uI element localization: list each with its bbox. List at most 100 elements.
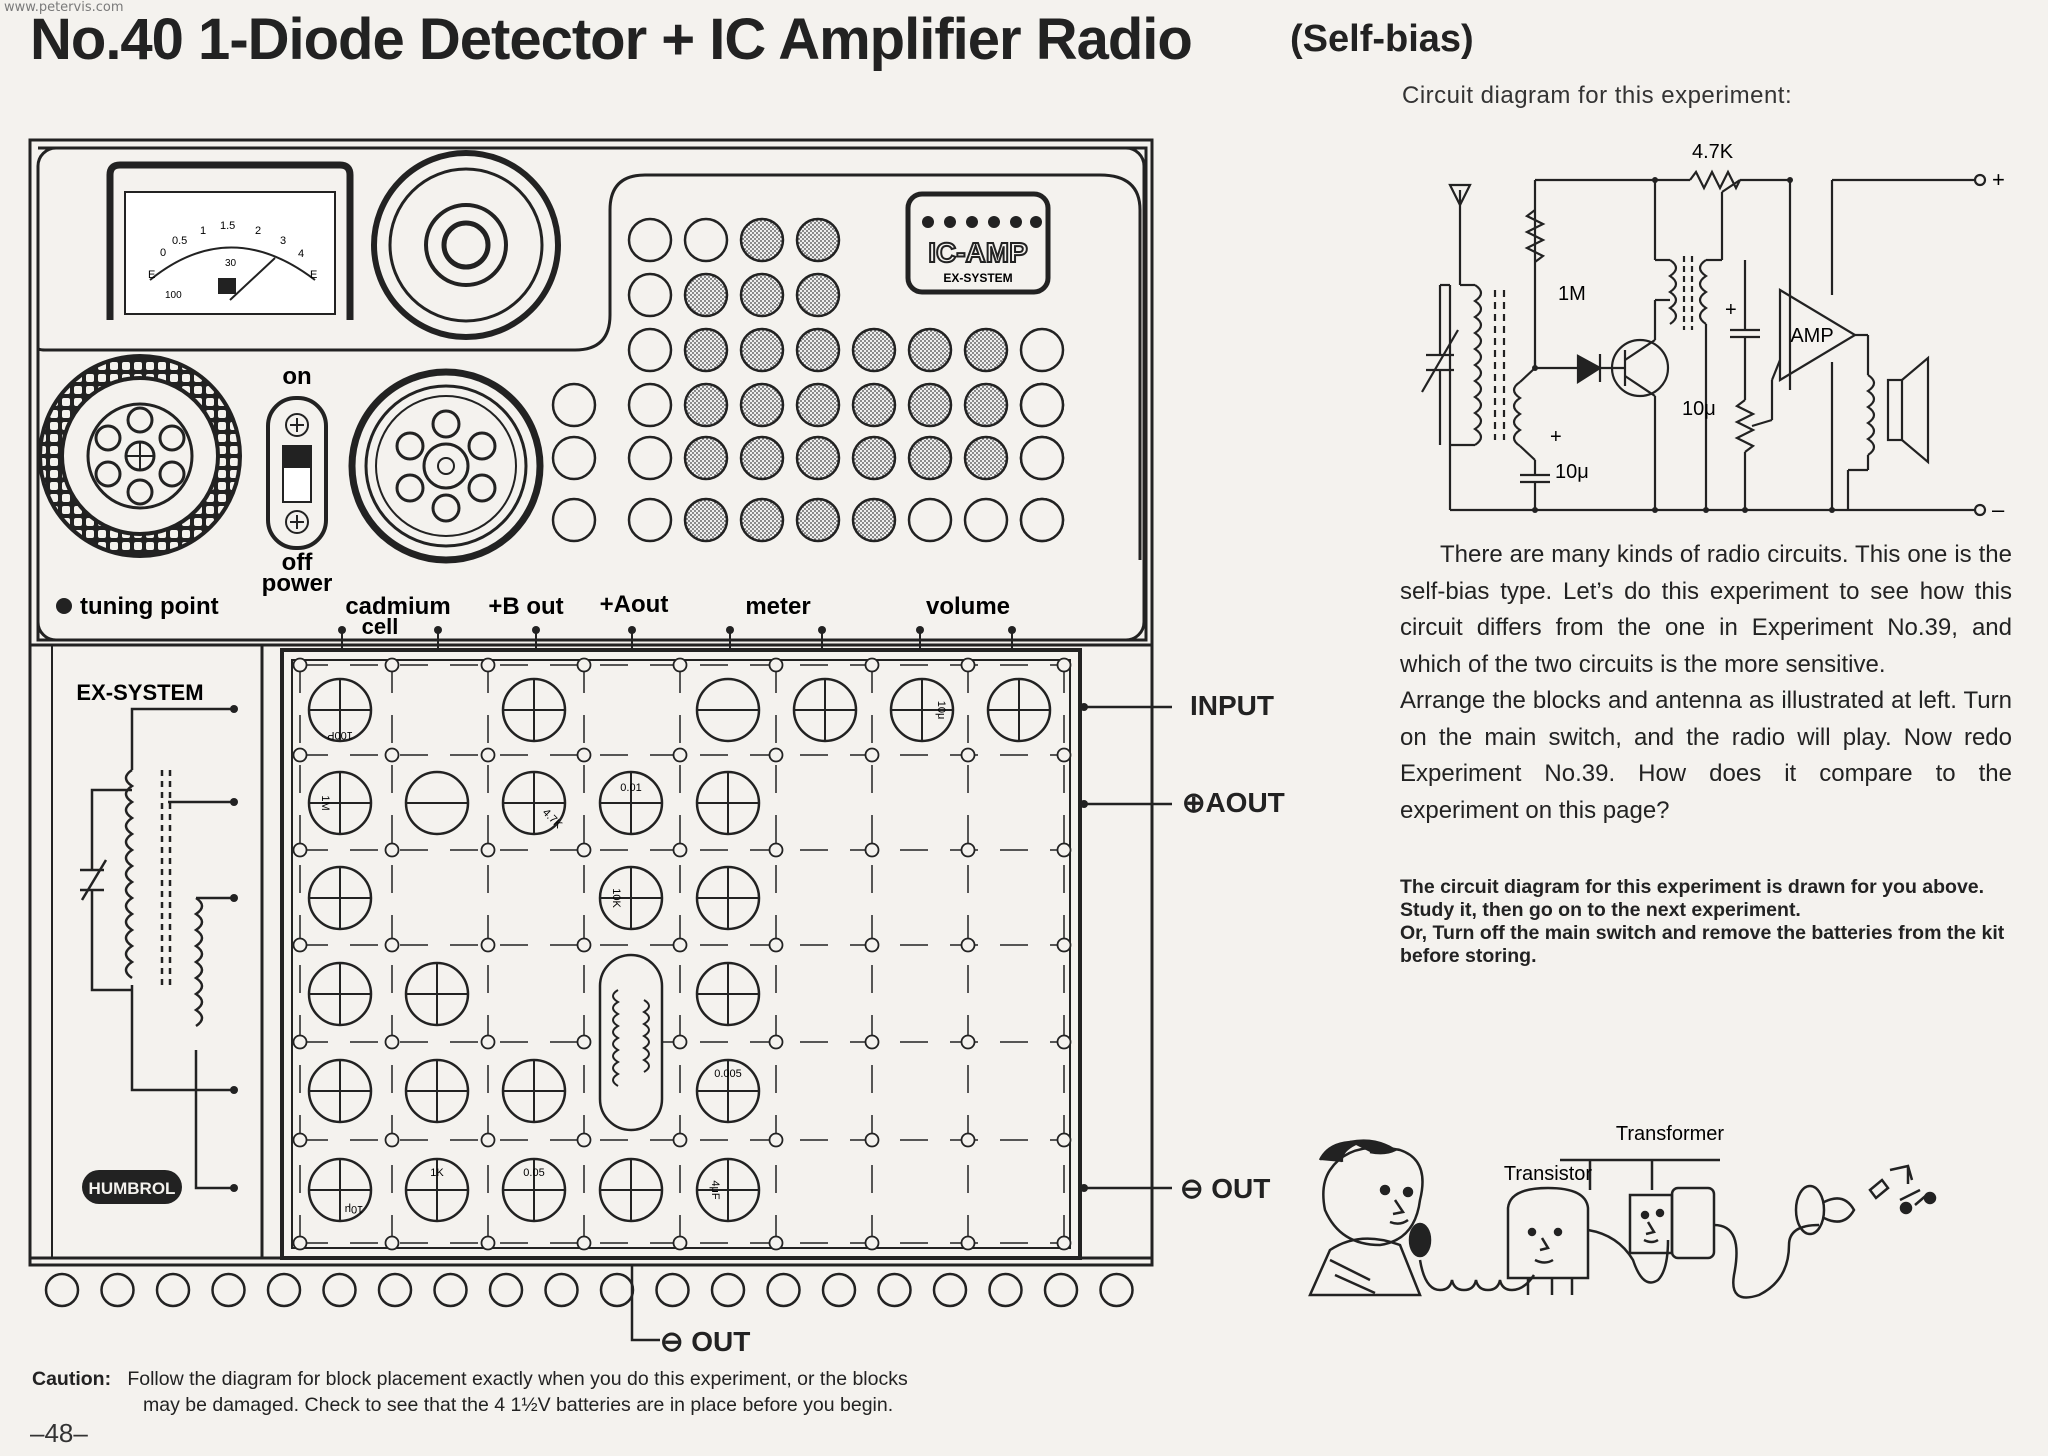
- rail-socket: [988, 1272, 1023, 1308]
- svg-text:+: +: [1992, 167, 2005, 192]
- board-node: [292, 747, 308, 763]
- board-node: [768, 657, 784, 673]
- svg-text:1: 1: [200, 225, 206, 237]
- cap-10u-right-label: 10μ: [1682, 398, 1716, 420]
- rail-socket: [155, 1272, 191, 1308]
- svg-text:EX-SYSTEM: EX-SYSTEM: [943, 271, 1012, 285]
- cadmium-label: cadmium: [345, 593, 450, 620]
- socket-hole: [627, 327, 673, 373]
- socket-hole: [551, 435, 597, 481]
- note-2: Turn off the main switch and remove the …: [1400, 922, 2005, 967]
- coil-block: [598, 953, 664, 1132]
- board-node: [768, 747, 784, 763]
- amp-label: AMP: [1790, 325, 1833, 347]
- socket-hole: [627, 217, 673, 263]
- note-text: The circuit diagram for this experiment …: [1400, 876, 2012, 968]
- kit-panel-illustration: E 0 0.5 1 1.5 2 3 4 E 30 100 IC-AMP EX-S…: [28, 138, 1172, 1342]
- board-node: [480, 1235, 496, 1251]
- rail-socket: [766, 1272, 801, 1308]
- board-node: [576, 1235, 592, 1251]
- board-node: [960, 842, 976, 858]
- terminal-pin: [916, 626, 924, 634]
- socket-hole: [963, 382, 1009, 428]
- board-node: [480, 842, 496, 858]
- socket-hole: [1019, 435, 1065, 481]
- rail-socket: [932, 1272, 968, 1308]
- socket-hole: [739, 217, 785, 263]
- rail-socket: [710, 1272, 746, 1308]
- svg-text:4: 4: [298, 248, 304, 260]
- board-node: [576, 747, 592, 763]
- board-node: [480, 747, 496, 763]
- socket-hole: [851, 497, 897, 543]
- board-node: [768, 937, 784, 953]
- socket-hole: [627, 435, 673, 481]
- socket-hole: [739, 435, 785, 481]
- socket-hole: [795, 497, 841, 543]
- rail-socket: [266, 1272, 302, 1308]
- component-label: 10μ: [935, 701, 947, 720]
- coil-terminal: [230, 1086, 238, 1094]
- board-node: [292, 937, 308, 953]
- coil-terminal: [230, 1184, 238, 1192]
- board-node: [480, 937, 496, 953]
- svg-text:100: 100: [165, 290, 182, 301]
- rail-socket: [1043, 1272, 1079, 1308]
- socket-hole: [739, 327, 785, 373]
- coil-terminal: [230, 894, 238, 902]
- socket-hole: [963, 435, 1009, 481]
- aout-terminal-label: ⊕AOUT: [1182, 787, 1285, 818]
- tuning-dial[interactable]: [38, 354, 242, 558]
- b-out-label: +B out: [488, 593, 563, 620]
- board-node: [480, 1034, 496, 1050]
- svg-text:+: +: [1725, 299, 1737, 321]
- page-title: No.40 1-Diode Detector + IC Amplifier Ra…: [30, 7, 1193, 72]
- rail-socket: [488, 1272, 524, 1308]
- meter-scale: E: [148, 269, 155, 281]
- board-node: [672, 747, 688, 763]
- rail-socket: [44, 1272, 80, 1308]
- board-node: [672, 937, 688, 953]
- socket-hole: [683, 435, 729, 481]
- rail-socket: [100, 1272, 135, 1308]
- board-node: [384, 842, 400, 858]
- a-out-label: +Aout: [600, 591, 669, 618]
- switch-on-label: on: [282, 363, 311, 390]
- board-node: [576, 842, 592, 858]
- socket-hole: [1019, 497, 1065, 543]
- ic-amp-badge: IC-AMP EX-SYSTEM: [905, 191, 1051, 295]
- ex-system-label: EX-SYSTEM: [76, 680, 203, 705]
- switch-off-label: off: [282, 549, 314, 576]
- terminal-pin: [338, 626, 346, 634]
- svg-text:0: 0: [160, 247, 166, 259]
- power-switch[interactable]: [266, 396, 328, 550]
- board-node: [960, 1034, 976, 1050]
- volume-knob[interactable]: [348, 368, 544, 564]
- socket-hole: [963, 497, 1009, 543]
- paragraph-1: There are many kinds of radio circuits. …: [1400, 541, 2012, 678]
- board-node: [672, 1132, 688, 1148]
- socket-hole: [683, 217, 729, 263]
- switch-power-label: power: [262, 570, 333, 597]
- rail-socket: [877, 1272, 912, 1308]
- resistor-4k7-label: 4.7K: [1692, 141, 1734, 163]
- cell-label: cell: [362, 614, 399, 639]
- board-node: [864, 1235, 880, 1251]
- out-terminal-label-bottom: ⊖ OUT: [660, 1326, 751, 1357]
- paragraph-2: Arrange the blocks and antenna as illust…: [1400, 687, 2012, 824]
- svg-text:2: 2: [255, 225, 261, 237]
- coil-terminals: [230, 705, 238, 1192]
- terminal-pin: [726, 626, 734, 634]
- svg-text:0.5: 0.5: [172, 235, 187, 247]
- antenna-coil-schematic: [80, 707, 232, 1190]
- board-node: [672, 1034, 688, 1050]
- board-node: [292, 1034, 308, 1050]
- cap-10u-left-label: 10μ: [1555, 461, 1589, 483]
- rail-socket: [655, 1272, 690, 1308]
- board-node: [384, 937, 400, 953]
- board-node: [864, 937, 880, 953]
- board-node: [576, 937, 592, 953]
- component-label: 0.01: [620, 782, 641, 794]
- board-node: [768, 842, 784, 858]
- socket-hole: [551, 382, 597, 428]
